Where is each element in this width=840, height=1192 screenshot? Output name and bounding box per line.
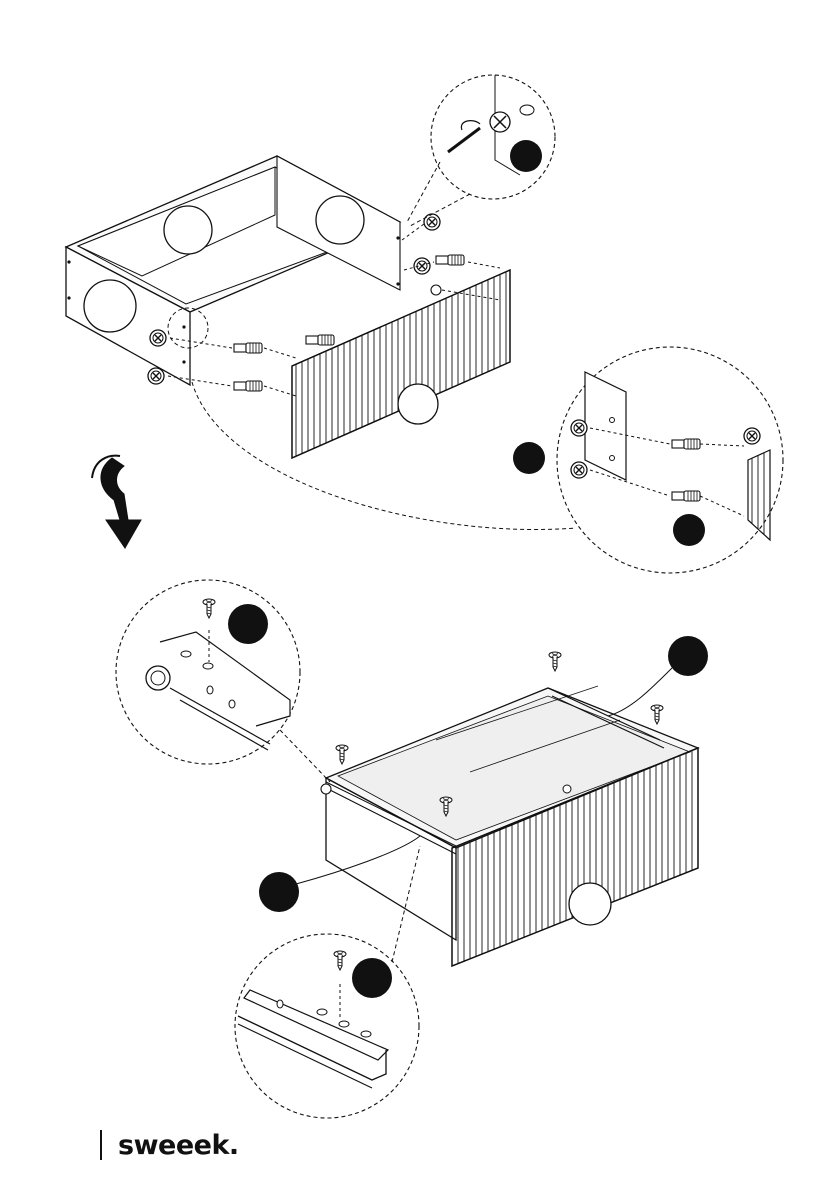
handle-hole	[84, 280, 136, 332]
cam-dowel-icon	[672, 491, 700, 501]
cam-dowel-icon	[672, 439, 700, 449]
detail-callout-runner-rear	[116, 580, 330, 782]
cam-dowel-icon	[306, 335, 334, 345]
cam-dowel-icon	[234, 381, 262, 391]
callout-marker	[228, 604, 268, 644]
cam-lock-icon	[148, 368, 164, 384]
brand-divider	[100, 1130, 102, 1160]
callout-marker	[352, 958, 392, 998]
callout-marker	[673, 514, 705, 546]
drawer-assembled	[321, 686, 698, 966]
screw-icon	[549, 652, 561, 671]
front-panel-slatted	[292, 270, 510, 458]
handle-hole	[569, 883, 611, 925]
callout-marker	[259, 872, 299, 912]
cam-lock-icon	[571, 462, 587, 478]
rotate-arrow-icon	[92, 456, 141, 548]
handle-hole	[398, 384, 438, 424]
detail-callout-cam-tighten	[407, 75, 555, 226]
brand-wordmark: sweeek.	[118, 1130, 239, 1161]
callout-marker	[668, 636, 708, 676]
screw-icon	[336, 745, 348, 764]
cam-lock-icon	[571, 420, 587, 436]
callout-marker	[513, 442, 545, 474]
handle-hole	[316, 196, 364, 244]
screw-icon	[651, 705, 663, 724]
cam-lock-icon	[150, 330, 166, 346]
callout-marker	[510, 140, 542, 172]
cam-dowel-icon	[520, 105, 534, 115]
handle-hole	[164, 206, 212, 254]
cam-lock-icon	[424, 214, 440, 230]
cam-lock-icon	[414, 258, 430, 274]
cam-dowel-icon	[234, 343, 262, 353]
cam-lock-icon	[744, 428, 760, 444]
brand-logo: sweeek.	[100, 1128, 239, 1162]
cam-dowel-icon	[436, 255, 464, 265]
